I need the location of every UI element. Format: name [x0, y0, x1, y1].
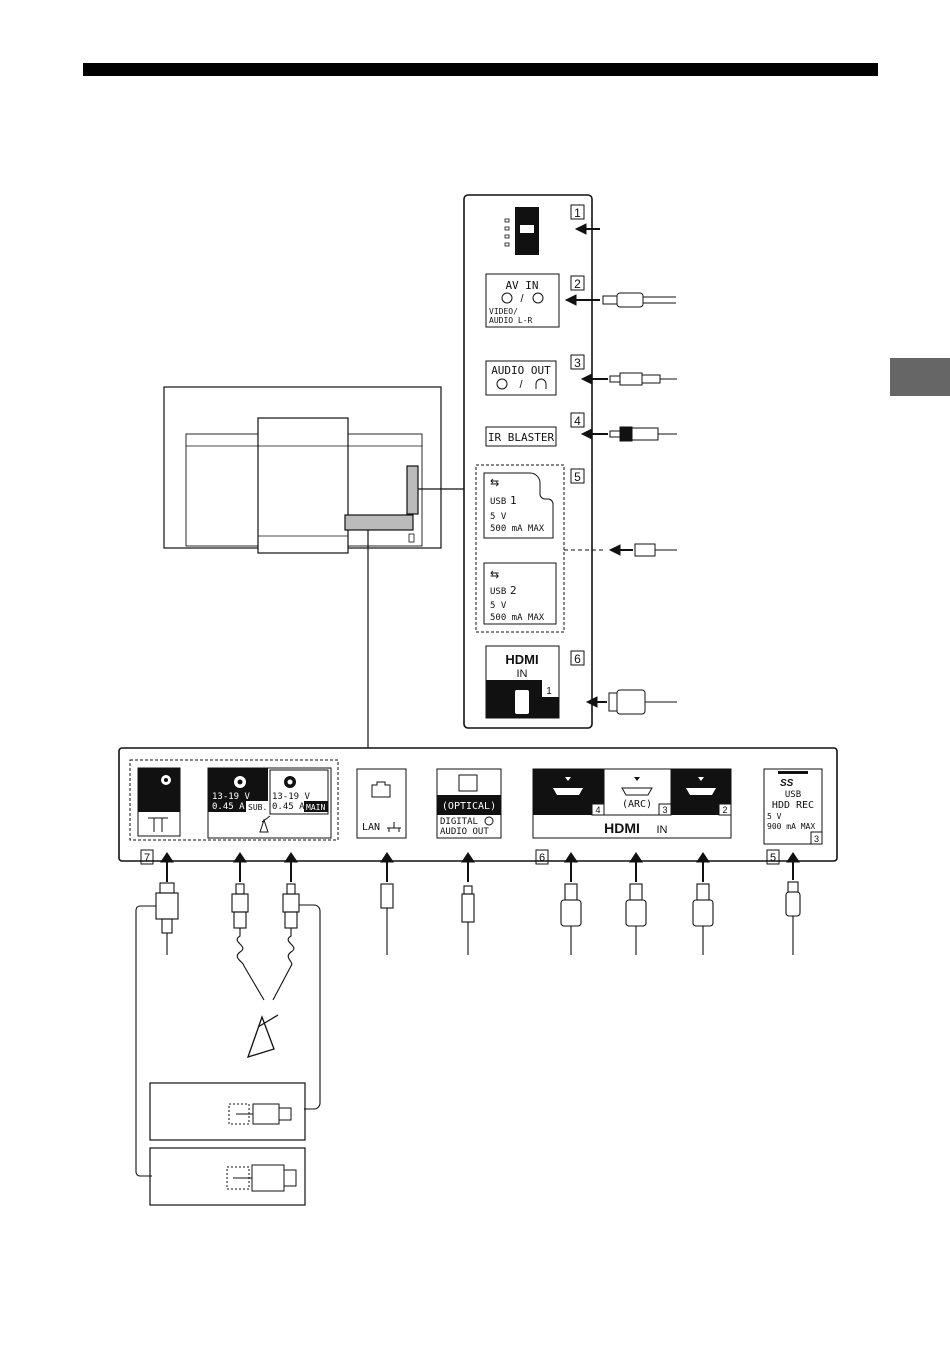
- antenna-port: [138, 768, 180, 836]
- optical-line1: DIGITAL: [440, 817, 478, 827]
- ir-blaster-label: IR BLASTER: [488, 431, 555, 444]
- sat-main-tag: MAIN: [306, 803, 325, 812]
- side-num-6: 6: [574, 652, 581, 666]
- av-in-input-icon-2: [533, 293, 543, 303]
- usb2-port: ⇆ USB 2 5 V 500 mA MAX: [484, 563, 556, 624]
- av-in-slash: /: [520, 293, 524, 305]
- usb3-volt: 5 V: [767, 812, 782, 821]
- sat-sub-tag: SUB.: [248, 803, 267, 812]
- hdmi-ports-group: (ARC) 4 3 2 HDMI IN: [533, 769, 731, 838]
- usb1-num: 1: [510, 494, 517, 507]
- av-in-input-icon: [502, 293, 512, 303]
- av-in-title: AV IN: [505, 279, 538, 292]
- optical-title: (OPTICAL): [442, 801, 496, 812]
- hdmi1-port: HDMI IN 1: [486, 646, 559, 718]
- sat-main-amp: 0.45 A: [272, 802, 305, 812]
- plug-detail-boxes: [150, 1083, 305, 1205]
- side-num-1: 1: [574, 206, 581, 220]
- hdmi1-num: 1: [546, 686, 552, 697]
- lan-label: LAN: [362, 822, 380, 833]
- sat-main-volt: 13-19 V: [272, 792, 311, 802]
- cam-slot: [505, 207, 539, 255]
- audio-out-title: AUDIO OUT: [491, 364, 551, 377]
- usb2-label: USB: [490, 587, 506, 597]
- side-num-5: 5: [574, 470, 581, 484]
- hdmi-num-2: 2: [722, 805, 727, 815]
- usb-icon-2: ⇆: [490, 569, 499, 581]
- hdmi-num-3: 3: [662, 805, 667, 815]
- side-num-3: 3: [574, 356, 581, 370]
- hdmi-in-label: IN: [657, 824, 668, 836]
- headphone-icon: [536, 379, 546, 389]
- chapter-tab: [890, 358, 950, 396]
- satellite-dish-icon: [260, 816, 270, 832]
- usb1-amp: 500 mA MAX: [490, 524, 545, 534]
- usb1-volt: 5 V: [490, 512, 507, 522]
- bottom-cables: [136, 853, 800, 1176]
- audio-out-port: AUDIO OUT /: [486, 361, 556, 395]
- side-num-4: 4: [574, 414, 581, 428]
- group-antenna-num: 7: [144, 852, 150, 864]
- usb3-port: SS USB HDD REC 5 V 900 mA MAX 3: [764, 769, 822, 844]
- usb3-amp: 900 mA MAX: [767, 822, 815, 831]
- bottom-panel: 13-19 V 0.45 A SUB. 13-19 V 0.45 A MAIN …: [119, 748, 837, 864]
- sat-sub-amp: 0.45 A: [212, 802, 245, 812]
- usb2-amp: 500 mA MAX: [490, 613, 545, 623]
- hdmi-arc-label: (ARC): [622, 799, 652, 810]
- optical-line2: AUDIO OUT: [440, 827, 489, 837]
- usb1-port: ⇆ USB 1 5 V 500 mA MAX: [484, 473, 553, 538]
- lan-port: LAN: [357, 769, 406, 838]
- hdmi1-logo: HDMI: [505, 652, 538, 667]
- side-num-2: 2: [574, 277, 581, 291]
- group-usb-num: 5: [770, 852, 776, 864]
- ir-blaster-port: IR BLASTER: [486, 427, 556, 446]
- audio-out-icon: [497, 379, 507, 389]
- satellite-dish-icon-large: [248, 1015, 278, 1057]
- usb3-label: USB: [785, 790, 801, 800]
- usb3-ss: SS: [780, 778, 794, 789]
- av-in-sub2: AUDIO L-R: [489, 316, 533, 325]
- usb3-num: 3: [814, 834, 819, 844]
- network-icon: [387, 822, 401, 832]
- hdmi1-in: IN: [517, 668, 528, 680]
- audio-out-symbol-icon: [485, 817, 493, 825]
- optical-port: (OPTICAL) DIGITAL AUDIO OUT: [437, 769, 501, 838]
- hdmi-logo: HDMI: [604, 820, 640, 836]
- sat-sub-volt: 13-19 V: [212, 792, 251, 802]
- usb2-volt: 5 V: [490, 601, 507, 611]
- side-number-labels: [571, 205, 584, 665]
- hdmi-num-4: 4: [595, 805, 600, 815]
- audio-out-slash: /: [519, 379, 523, 391]
- usb2-num: 2: [510, 584, 517, 597]
- av-in-port: AV IN / VIDEO/ AUDIO L-R: [486, 274, 559, 327]
- usb1-label: USB: [490, 497, 506, 507]
- group-hdmi-num: 6: [539, 852, 545, 864]
- satellite-ports: 13-19 V 0.45 A SUB. 13-19 V 0.45 A MAIN: [208, 768, 331, 838]
- av-in-sub1: VIDEO/: [489, 307, 518, 316]
- usb-icon: ⇆: [490, 477, 499, 489]
- header-bar: [83, 63, 878, 76]
- side-panel: 1 2 3 4 5 6 AV IN / VIDEO/ AUDIO L-R: [464, 195, 592, 728]
- usb3-hdd: HDD REC: [772, 800, 814, 811]
- tv-rear-view: [164, 387, 464, 748]
